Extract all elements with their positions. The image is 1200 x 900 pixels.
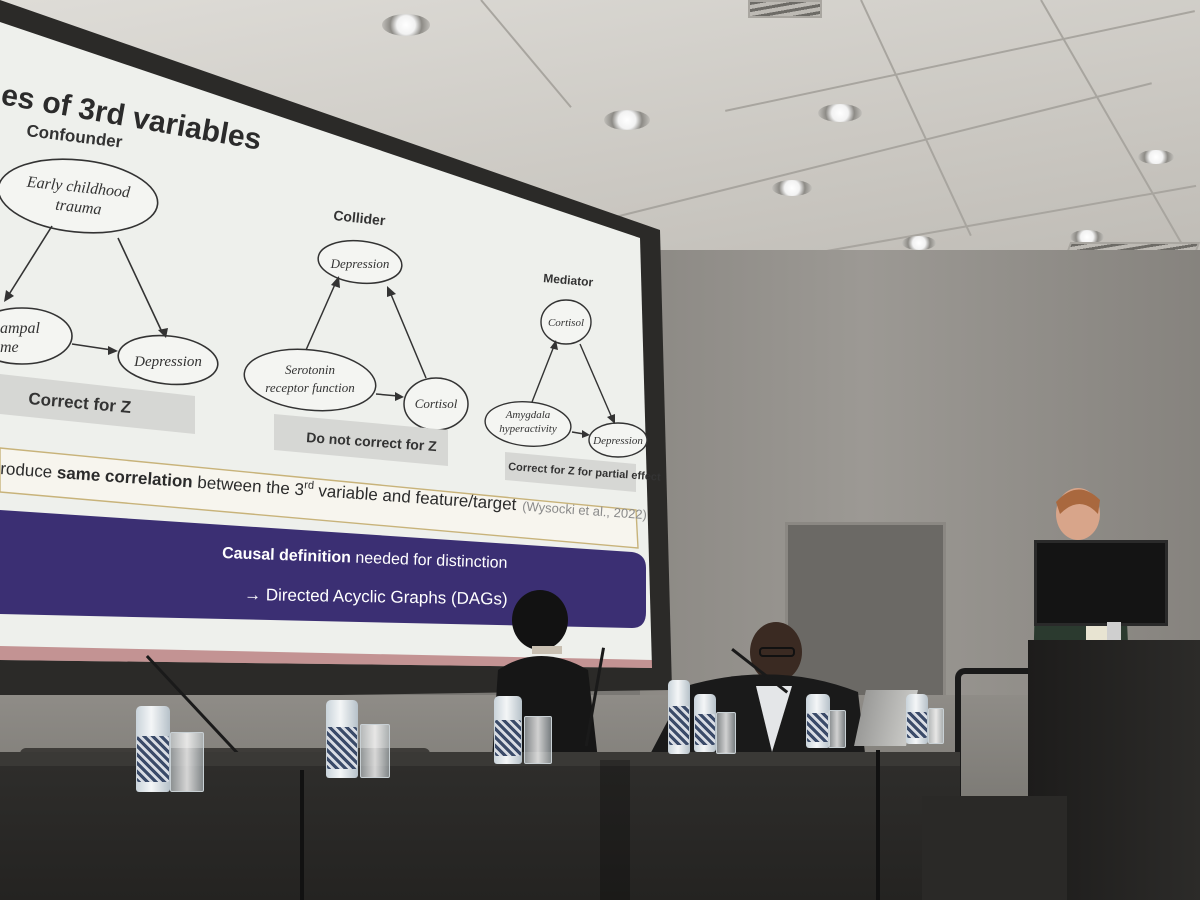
water-glass — [360, 724, 390, 778]
microphone-cable — [300, 770, 304, 900]
confounder-arrowhead — [108, 346, 118, 355]
slide-footer-strip — [0, 646, 652, 668]
collider-arrowhead — [395, 392, 404, 401]
water-glass — [524, 716, 552, 764]
mediator-arrow-left — [531, 345, 555, 403]
air-vent — [748, 0, 822, 18]
mediator-heading: Mediator — [543, 271, 594, 289]
collider-top-node-label: Depression — [330, 256, 390, 271]
collider-heading: Collider — [333, 207, 387, 228]
slide-page-number: 4 — [652, 654, 657, 664]
ceiling-light — [818, 104, 862, 122]
mediator-left-node — [484, 401, 572, 447]
panelist-center-shirt — [756, 686, 792, 752]
confounder-left-node — [0, 307, 73, 365]
water-glass — [716, 712, 736, 754]
collider-top-node — [317, 239, 403, 285]
correlation-note-box — [0, 447, 639, 549]
water-bottle — [694, 694, 716, 752]
water-bottle — [326, 700, 358, 778]
mediator-arrowhead — [582, 430, 590, 438]
floor-monitor — [922, 796, 1067, 900]
conclusion-line2: → Directed Acyclic Graphs (DAGs) — [244, 585, 508, 609]
collider-action-box — [274, 414, 448, 466]
correlation-note-superscript: rd — [304, 479, 315, 492]
mediator-top-node — [540, 299, 592, 345]
confounder-action-box — [0, 374, 195, 434]
confounder-arrow-bottom — [71, 343, 113, 351]
mediator-action-box — [505, 452, 636, 492]
glasses-icon — [759, 647, 795, 657]
collider-arrowhead — [387, 286, 396, 297]
mediator-right-node-label: Depression — [592, 435, 643, 447]
panel-table-top — [0, 752, 960, 766]
water-glass — [828, 710, 846, 748]
collider-left-node — [243, 348, 377, 412]
mediator-arrowhead — [550, 340, 558, 350]
ceiling-light — [902, 236, 936, 250]
mediator-left-node-line1: Amygdala — [505, 409, 551, 421]
ceiling-light — [604, 110, 650, 130]
mediator-left-node-line2: hyperactivity — [499, 423, 557, 435]
panelist-left-collar — [532, 646, 562, 654]
water-glass — [928, 708, 944, 744]
microphone-cable — [876, 750, 880, 900]
ceiling-light — [1138, 150, 1174, 164]
water-bottle-label — [907, 711, 927, 738]
conclusion-band — [0, 510, 646, 628]
collider-arrow-left — [305, 281, 337, 351]
conclusion-line1-rest: needed for distinction — [351, 550, 508, 572]
ceiling-light — [1070, 230, 1104, 244]
water-bottle — [906, 694, 928, 744]
ceiling-light — [772, 180, 812, 196]
confounder-left-node-line2: me — [0, 339, 19, 356]
water-glass — [170, 732, 204, 792]
panelist-center-head — [750, 622, 802, 682]
conclusion-line1-bold: Causal definition — [222, 545, 351, 566]
panelist-left-head — [512, 590, 568, 650]
podium-monitor — [1034, 540, 1168, 626]
water-bottle-label — [495, 719, 521, 756]
water-bottle-label — [695, 714, 715, 746]
confounder-left-node-line1: ampal — [0, 320, 41, 337]
confounder-top-node — [0, 158, 159, 234]
water-bottle-label — [137, 736, 169, 782]
collider-arrow-right — [389, 291, 427, 379]
water-bottle — [136, 706, 170, 792]
mediator-arrow-right — [579, 343, 613, 419]
confounder-right-node-label: Depression — [133, 354, 202, 370]
water-bottle-label — [327, 727, 357, 769]
confounder-right-node — [117, 334, 219, 386]
collider-arrowhead — [331, 276, 340, 288]
collider-left-node-line1: Serotonin — [285, 362, 335, 377]
table-cloth-fold — [600, 760, 630, 900]
confounder-arrowhead — [4, 290, 14, 302]
collider-left-node-line2: receptor function — [265, 380, 354, 395]
confounder-top-node-line2: trauma — [55, 197, 103, 219]
water-bottle — [806, 694, 830, 748]
mediator-arrowhead — [607, 414, 615, 424]
speaker-hair — [1056, 489, 1100, 514]
water-bottle — [668, 680, 690, 754]
collider-right-node-label: Cortisol — [415, 396, 458, 411]
mediator-right-node — [588, 422, 648, 458]
conclusion-line1: Causal definition needed for distinction — [222, 545, 508, 572]
water-bottle-label — [807, 712, 829, 742]
stair-rail — [955, 668, 1031, 804]
mediator-top-node-label: Cortisol — [548, 317, 584, 329]
confounder-arrow-left — [7, 225, 53, 297]
water-bottle — [494, 696, 522, 764]
collider-arrow-bottom — [375, 393, 399, 397]
confounder-arrowhead — [158, 328, 168, 338]
ceiling-light — [382, 14, 430, 36]
water-bottle-label — [669, 705, 689, 746]
correlation-note-prefix: roduce — [0, 459, 58, 482]
confounder-arrow-right — [117, 237, 163, 333]
